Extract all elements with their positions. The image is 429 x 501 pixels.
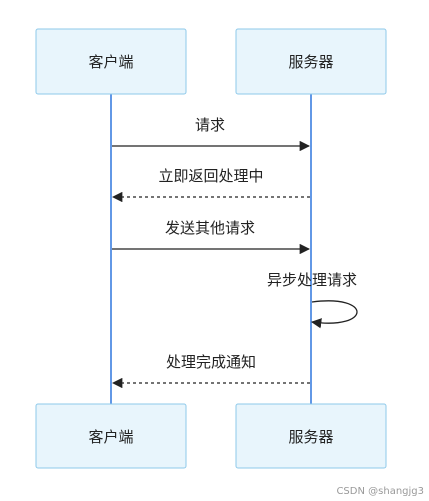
client-actor-bottom: 客户端: [35, 403, 187, 469]
watermark-text: CSDN @shangjg3: [336, 486, 424, 497]
server-actor-top-label: 服务器: [288, 53, 333, 71]
message-async-process-label: 异步处理请求: [267, 271, 357, 289]
message-immediate-response: 立即返回处理中: [111, 167, 310, 203]
message-complete-notify-label: 处理完成通知: [166, 353, 256, 371]
message-async-process-arrow: [310, 300, 358, 329]
message-request-label: 请求: [195, 116, 225, 134]
server-actor-bottom-label: 服务器: [288, 428, 333, 446]
message-async-process: 异步处理请求: [267, 271, 358, 329]
message-other-request-label: 发送其他请求: [165, 219, 255, 237]
message-other-request: 发送其他请求: [112, 219, 311, 255]
message-complete-notify: 处理完成通知: [111, 353, 310, 389]
message-immediate-response-label: 立即返回处理中: [158, 167, 263, 185]
client-actor-bottom-label: 客户端: [88, 428, 133, 446]
client-actor-top-label: 客户端: [88, 53, 133, 71]
client-actor-top: 客户端: [35, 28, 187, 95]
server-actor-top: 服务器: [235, 28, 387, 95]
message-request: 请求: [112, 116, 311, 152]
server-actor-bottom: 服务器: [235, 403, 387, 469]
